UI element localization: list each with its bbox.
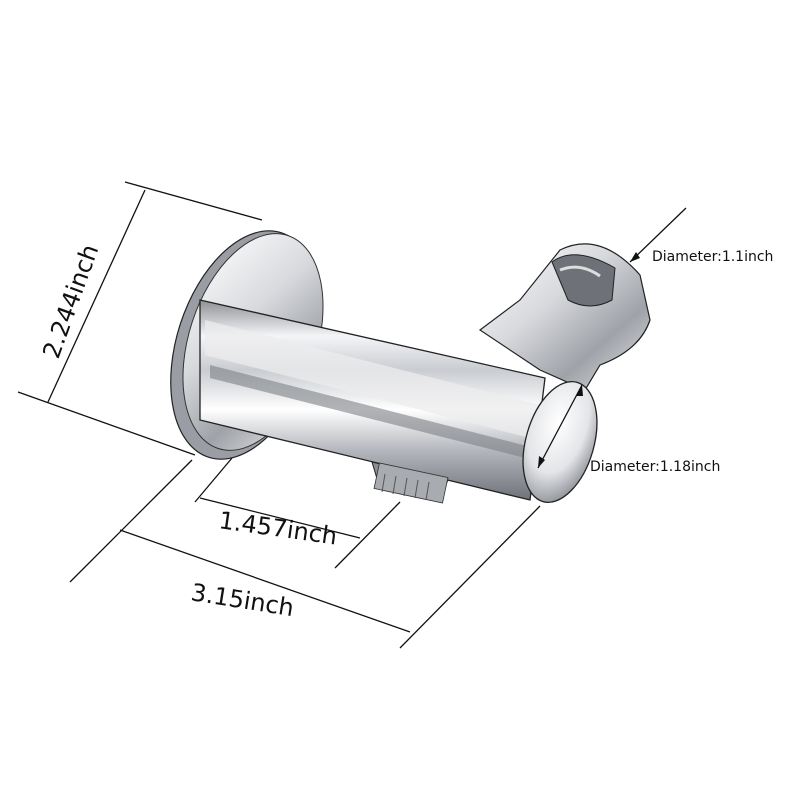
threaded-inlet — [371, 461, 449, 504]
inner-length-label: 1.457inch — [217, 506, 339, 550]
valve-body — [199, 299, 546, 501]
handset-holder — [478, 243, 651, 391]
inner-length-dimension: 1.457inch — [194, 457, 401, 569]
body-end-cap — [522, 381, 598, 503]
holder-diameter-label: Diameter:1.1inch — [652, 249, 773, 265]
holder-diameter-callout: Diameter:1.1inch — [629, 207, 773, 265]
total-length-label: 3.15inch — [189, 578, 296, 622]
total-length-dimension: 3.15inch — [69, 459, 541, 649]
body-diameter-label: Diameter:1.18inch — [590, 459, 720, 475]
body-diameter-callout: Diameter:1.18inch — [537, 384, 720, 475]
